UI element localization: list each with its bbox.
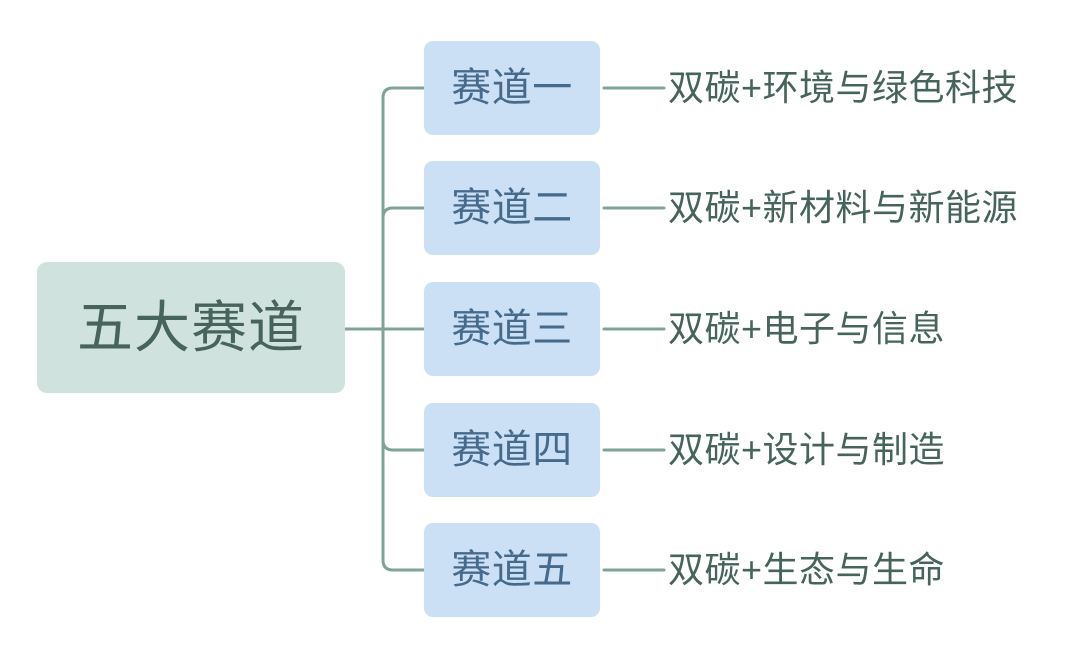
branch-node-label: 赛道一 <box>451 66 573 110</box>
branch-row: 赛道一 双碳+环境与绿色科技 <box>424 41 1018 135</box>
branch-leaf-label-2: 双碳+新材料与新能源 <box>668 187 1019 228</box>
connector-branch-2 <box>381 206 426 331</box>
branch-node-label: 赛道五 <box>451 548 573 592</box>
branch-node-4[interactable]: 赛道四 <box>424 403 600 497</box>
branch-node-1[interactable]: 赛道一 <box>424 41 600 135</box>
branch-row: 赛道五 双碳+生态与生命 <box>424 523 945 617</box>
branch-node-2[interactable]: 赛道二 <box>424 161 600 255</box>
branch-node-label: 赛道三 <box>451 307 573 351</box>
root-node-label: 五大赛道 <box>77 295 305 359</box>
branch-leaf-label-4: 双碳+设计与制造 <box>668 429 946 470</box>
branch-row: 赛道四 双碳+设计与制造 <box>424 403 945 497</box>
branch-node-5[interactable]: 赛道五 <box>424 523 600 617</box>
root-node[interactable]: 五大赛道 <box>37 262 345 393</box>
branch-leaf-label-5: 双碳+生态与生命 <box>668 549 946 590</box>
branch-row: 赛道二 双碳+新材料与新能源 <box>424 161 1018 255</box>
branch-leaf-label-1: 双碳+环境与绿色科技 <box>668 67 1019 108</box>
branch-node-3[interactable]: 赛道三 <box>424 282 600 376</box>
connector-branch-4 <box>381 327 426 452</box>
branch-leaf-label-3: 双碳+电子与信息 <box>668 308 946 349</box>
connector-branch-5 <box>381 327 426 572</box>
branch-node-label: 赛道四 <box>451 428 573 472</box>
branch-node-label: 赛道二 <box>451 186 573 230</box>
connector-branch-1 <box>381 86 426 331</box>
branch-row: 赛道三 双碳+电子与信息 <box>424 282 945 376</box>
